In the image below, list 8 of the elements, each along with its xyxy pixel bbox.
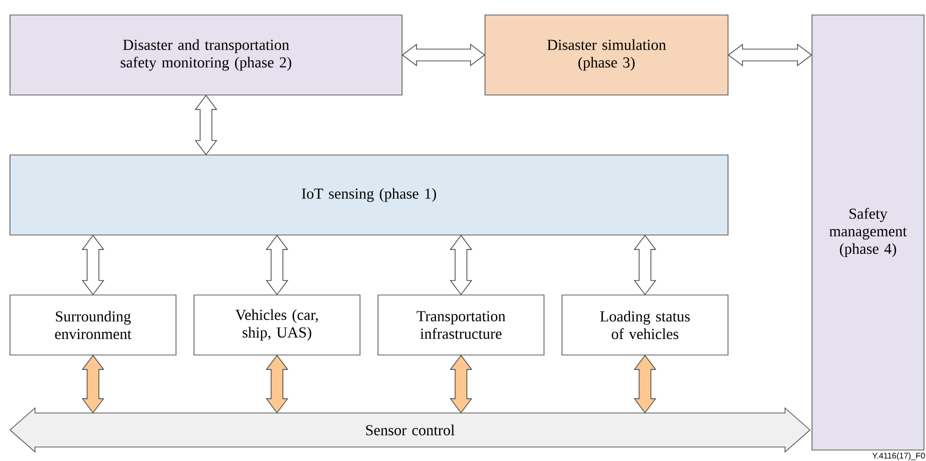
process-box: Surrounding environment: [10, 294, 176, 356]
process-box: Transportation infrastructure: [378, 294, 544, 356]
process-box: Safety management (phase 4): [812, 14, 924, 450]
process-box: IoT sensing (phase 1): [10, 154, 728, 236]
process-box: Vehicles (car, ship, UAS): [194, 294, 360, 356]
process-box: Disaster and transportation safety monitoring (phase 2): [10, 14, 402, 96]
process-box: Disaster simulation (phase 3): [484, 14, 728, 96]
process-box: Loading status of vehicles: [562, 294, 728, 356]
